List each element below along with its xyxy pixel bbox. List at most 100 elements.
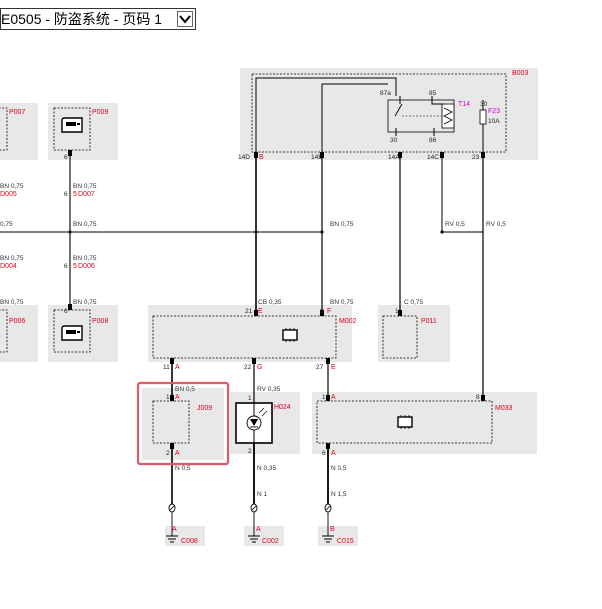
- pin-label: 8: [476, 394, 480, 401]
- ref-d004[interactable]: D004: [0, 263, 17, 270]
- pin-label: 1: [322, 394, 326, 401]
- component-panels: [0, 68, 538, 546]
- panel-b003: [240, 68, 538, 160]
- wire-label: BN 0,5: [175, 386, 195, 393]
- door-module-icon: [61, 117, 83, 133]
- pin-label: 30: [390, 137, 398, 144]
- ref-m033[interactable]: M033: [495, 405, 513, 412]
- pin-label: 6: [64, 154, 68, 161]
- wire-label: BN 0,75: [0, 299, 24, 306]
- wire-label: N 0,5: [331, 465, 347, 472]
- ref-m002[interactable]: M002: [339, 318, 357, 325]
- pin-tab: [481, 152, 485, 158]
- ref-p011[interactable]: P011: [421, 318, 437, 325]
- wire-label: BN 0,75: [73, 299, 97, 306]
- pin-label: F: [327, 308, 331, 315]
- outline-m033: [316, 400, 493, 444]
- ref-d005[interactable]: D005: [0, 191, 17, 198]
- chevron-down-icon[interactable]: [177, 11, 193, 27]
- ref-j009[interactable]: J009: [197, 405, 212, 412]
- pin-tab: [326, 395, 330, 401]
- junction-dot: [320, 230, 324, 234]
- ref-c002[interactable]: C002: [262, 538, 279, 545]
- outline-p006: [0, 309, 8, 353]
- wire-label: BN 0,75: [73, 255, 97, 262]
- ecu-chip-icon: [397, 415, 413, 429]
- pin-label: 86: [429, 137, 437, 144]
- wire-label: 0,75: [0, 221, 13, 228]
- ref-p007[interactable]: P007: [9, 109, 25, 116]
- panel-p006: [0, 305, 38, 362]
- panel-j009: [142, 388, 224, 460]
- page-title: E0505 - 防盗系统 - 页码 1: [1, 11, 163, 27]
- pin-tab: [254, 310, 258, 316]
- outline-b003: [251, 73, 507, 153]
- pin-label: 6: [64, 191, 68, 198]
- pin-tab: [326, 358, 330, 364]
- pin-label: 5: [73, 263, 77, 270]
- pin-label: A: [331, 450, 336, 457]
- wire-label: N 1,5: [331, 491, 347, 498]
- ref-c015[interactable]: C015: [337, 538, 354, 545]
- wire-label: BN 0,75: [330, 221, 354, 228]
- pin-label: 5: [73, 191, 77, 198]
- led-lamp-icon: [235, 402, 273, 444]
- pin-label: 2: [166, 450, 170, 457]
- ref-d006[interactable]: D006: [78, 263, 95, 270]
- pin-label: B: [259, 154, 264, 161]
- pin-label: A: [256, 526, 261, 533]
- pin-tab: [170, 358, 174, 364]
- pin-label: B: [330, 526, 335, 533]
- ref-p009[interactable]: P009: [92, 109, 108, 116]
- pin-label: 85: [429, 90, 437, 97]
- wire-label: N 0,5: [175, 465, 191, 472]
- wire-label: N 1: [257, 491, 268, 498]
- wire-label: N 0,35: [257, 465, 277, 472]
- pin-label: 27: [316, 364, 324, 371]
- pin-label: 1: [166, 394, 170, 401]
- panel-c008: [165, 526, 205, 546]
- wire-label: C 0,75: [404, 299, 424, 306]
- pin-tab: [68, 150, 72, 156]
- pin-label: 6: [64, 308, 68, 315]
- wire-label: BN 0,75: [73, 221, 97, 228]
- pin-label: A: [172, 526, 177, 533]
- junction-dot: [440, 230, 444, 234]
- wire-label: BN 0,75: [73, 183, 97, 190]
- selection-highlight: [136, 381, 230, 466]
- pin-tab: [252, 358, 256, 364]
- wire-label: BN 0,75: [0, 255, 24, 262]
- pin-tab: [320, 152, 324, 158]
- pin-label: 2: [248, 448, 252, 455]
- panel-p008: [48, 305, 118, 362]
- pin-label: 23: [472, 154, 480, 161]
- wire-label: BN 0,75: [330, 299, 354, 306]
- pin-label: E: [258, 308, 263, 315]
- ref-f23[interactable]: F23: [488, 108, 500, 115]
- fuse-rating: 10A: [488, 118, 500, 125]
- fuse-f23: [479, 109, 487, 125]
- wire-label: RV 0,5: [445, 221, 465, 228]
- ref-d007[interactable]: D007: [78, 191, 95, 198]
- ref-h024[interactable]: H024: [274, 404, 291, 411]
- panel-p007: [0, 103, 38, 160]
- ref-p006[interactable]: P006: [9, 318, 25, 325]
- ref-b003[interactable]: B003: [512, 70, 528, 77]
- outline-p011: [382, 315, 418, 359]
- wire-label: RV 0,5: [486, 221, 506, 228]
- ref-t14[interactable]: T14: [458, 101, 470, 108]
- relay-t14: [387, 99, 455, 133]
- panel-p011: [378, 305, 450, 362]
- pin-tab: [170, 395, 174, 401]
- pin-tab: [398, 152, 402, 158]
- pin-tab: [320, 310, 324, 316]
- pin-label: 11: [163, 364, 170, 371]
- junction-dot: [68, 230, 72, 234]
- page-selector[interactable]: E0505 - 防盗系统 - 页码 1: [0, 8, 196, 30]
- ref-p008[interactable]: P008: [92, 318, 108, 325]
- pin-label: 2: [320, 308, 324, 315]
- outline-m002: [152, 315, 337, 359]
- ref-c008[interactable]: C008: [181, 538, 198, 545]
- pin-label: 1: [395, 308, 399, 315]
